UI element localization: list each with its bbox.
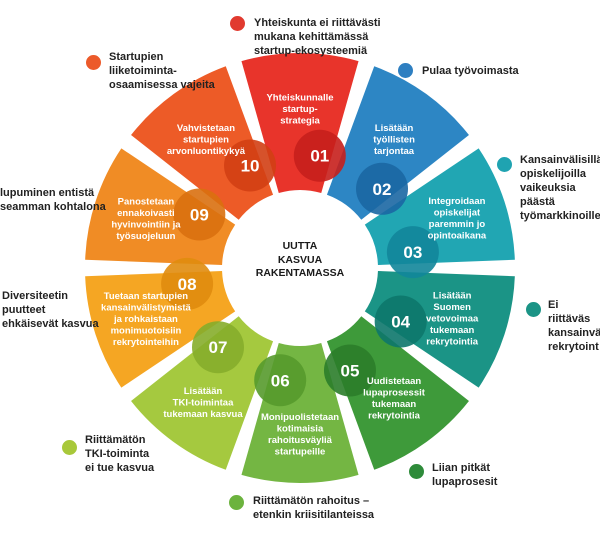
segment-number-08: 08: [178, 275, 197, 294]
segment-number-01: 01: [310, 147, 329, 166]
note-dot: [398, 63, 413, 78]
segment-number-03: 03: [403, 243, 422, 262]
note-10: Startupien liiketoiminta- osaamisessa va…: [109, 51, 215, 92]
segment-tab-01: [293, 129, 346, 182]
segment-number-02: 02: [373, 180, 392, 199]
note-dot: [62, 440, 77, 455]
segment-tab-05: [323, 344, 376, 397]
note-02: Pulaa työvoimasta: [422, 65, 519, 77]
segment-tab-07: [191, 321, 244, 374]
note-01: Yhteiskunta ei riittävästi mukana kehitt…: [254, 17, 381, 58]
note-04: Ei riittäväs kansainvä rekrytoint: [548, 299, 600, 354]
segment-tab-04: [374, 295, 427, 348]
note-dot: [230, 16, 245, 31]
segment-number-09: 09: [190, 205, 209, 224]
note-07: Riittämätön TKI-toiminta ei tue kasvua: [85, 434, 155, 475]
segment-tab-02: [356, 162, 409, 215]
segment-number-05: 05: [341, 361, 360, 380]
center-title: UUTTA KASVUA RAKENTAMASSA: [255, 240, 345, 280]
segment-number-07: 07: [209, 338, 228, 357]
segment-number-06: 06: [271, 371, 290, 390]
segment-tab-08: [161, 257, 214, 310]
segment-number-10: 10: [241, 157, 260, 176]
note-dot: [497, 157, 512, 172]
note-09: lupuminen entistä seamman kohtalona: [0, 187, 106, 214]
center-disc: [228, 196, 372, 340]
note-05: Liian pitkät lupaprosesit: [432, 462, 498, 489]
note-08: Diversiteetin puutteet ehkäisevät kasvua: [2, 290, 99, 331]
segment-tab-10: [224, 139, 277, 192]
note-dot: [229, 495, 244, 510]
segment-tab-09: [173, 188, 226, 241]
note-06: Riittämätön rahoitus – etenkin kriisitil…: [253, 495, 375, 522]
note-dot: [409, 464, 424, 479]
note-03: Kansainvälisillä opiskelijoilla vaikeuks…: [520, 154, 600, 223]
note-dot: [86, 55, 101, 70]
segment-tab-06: [254, 354, 307, 407]
segment-tab-03: [386, 226, 439, 279]
note-dot: [526, 302, 541, 317]
segment-number-04: 04: [391, 313, 410, 332]
